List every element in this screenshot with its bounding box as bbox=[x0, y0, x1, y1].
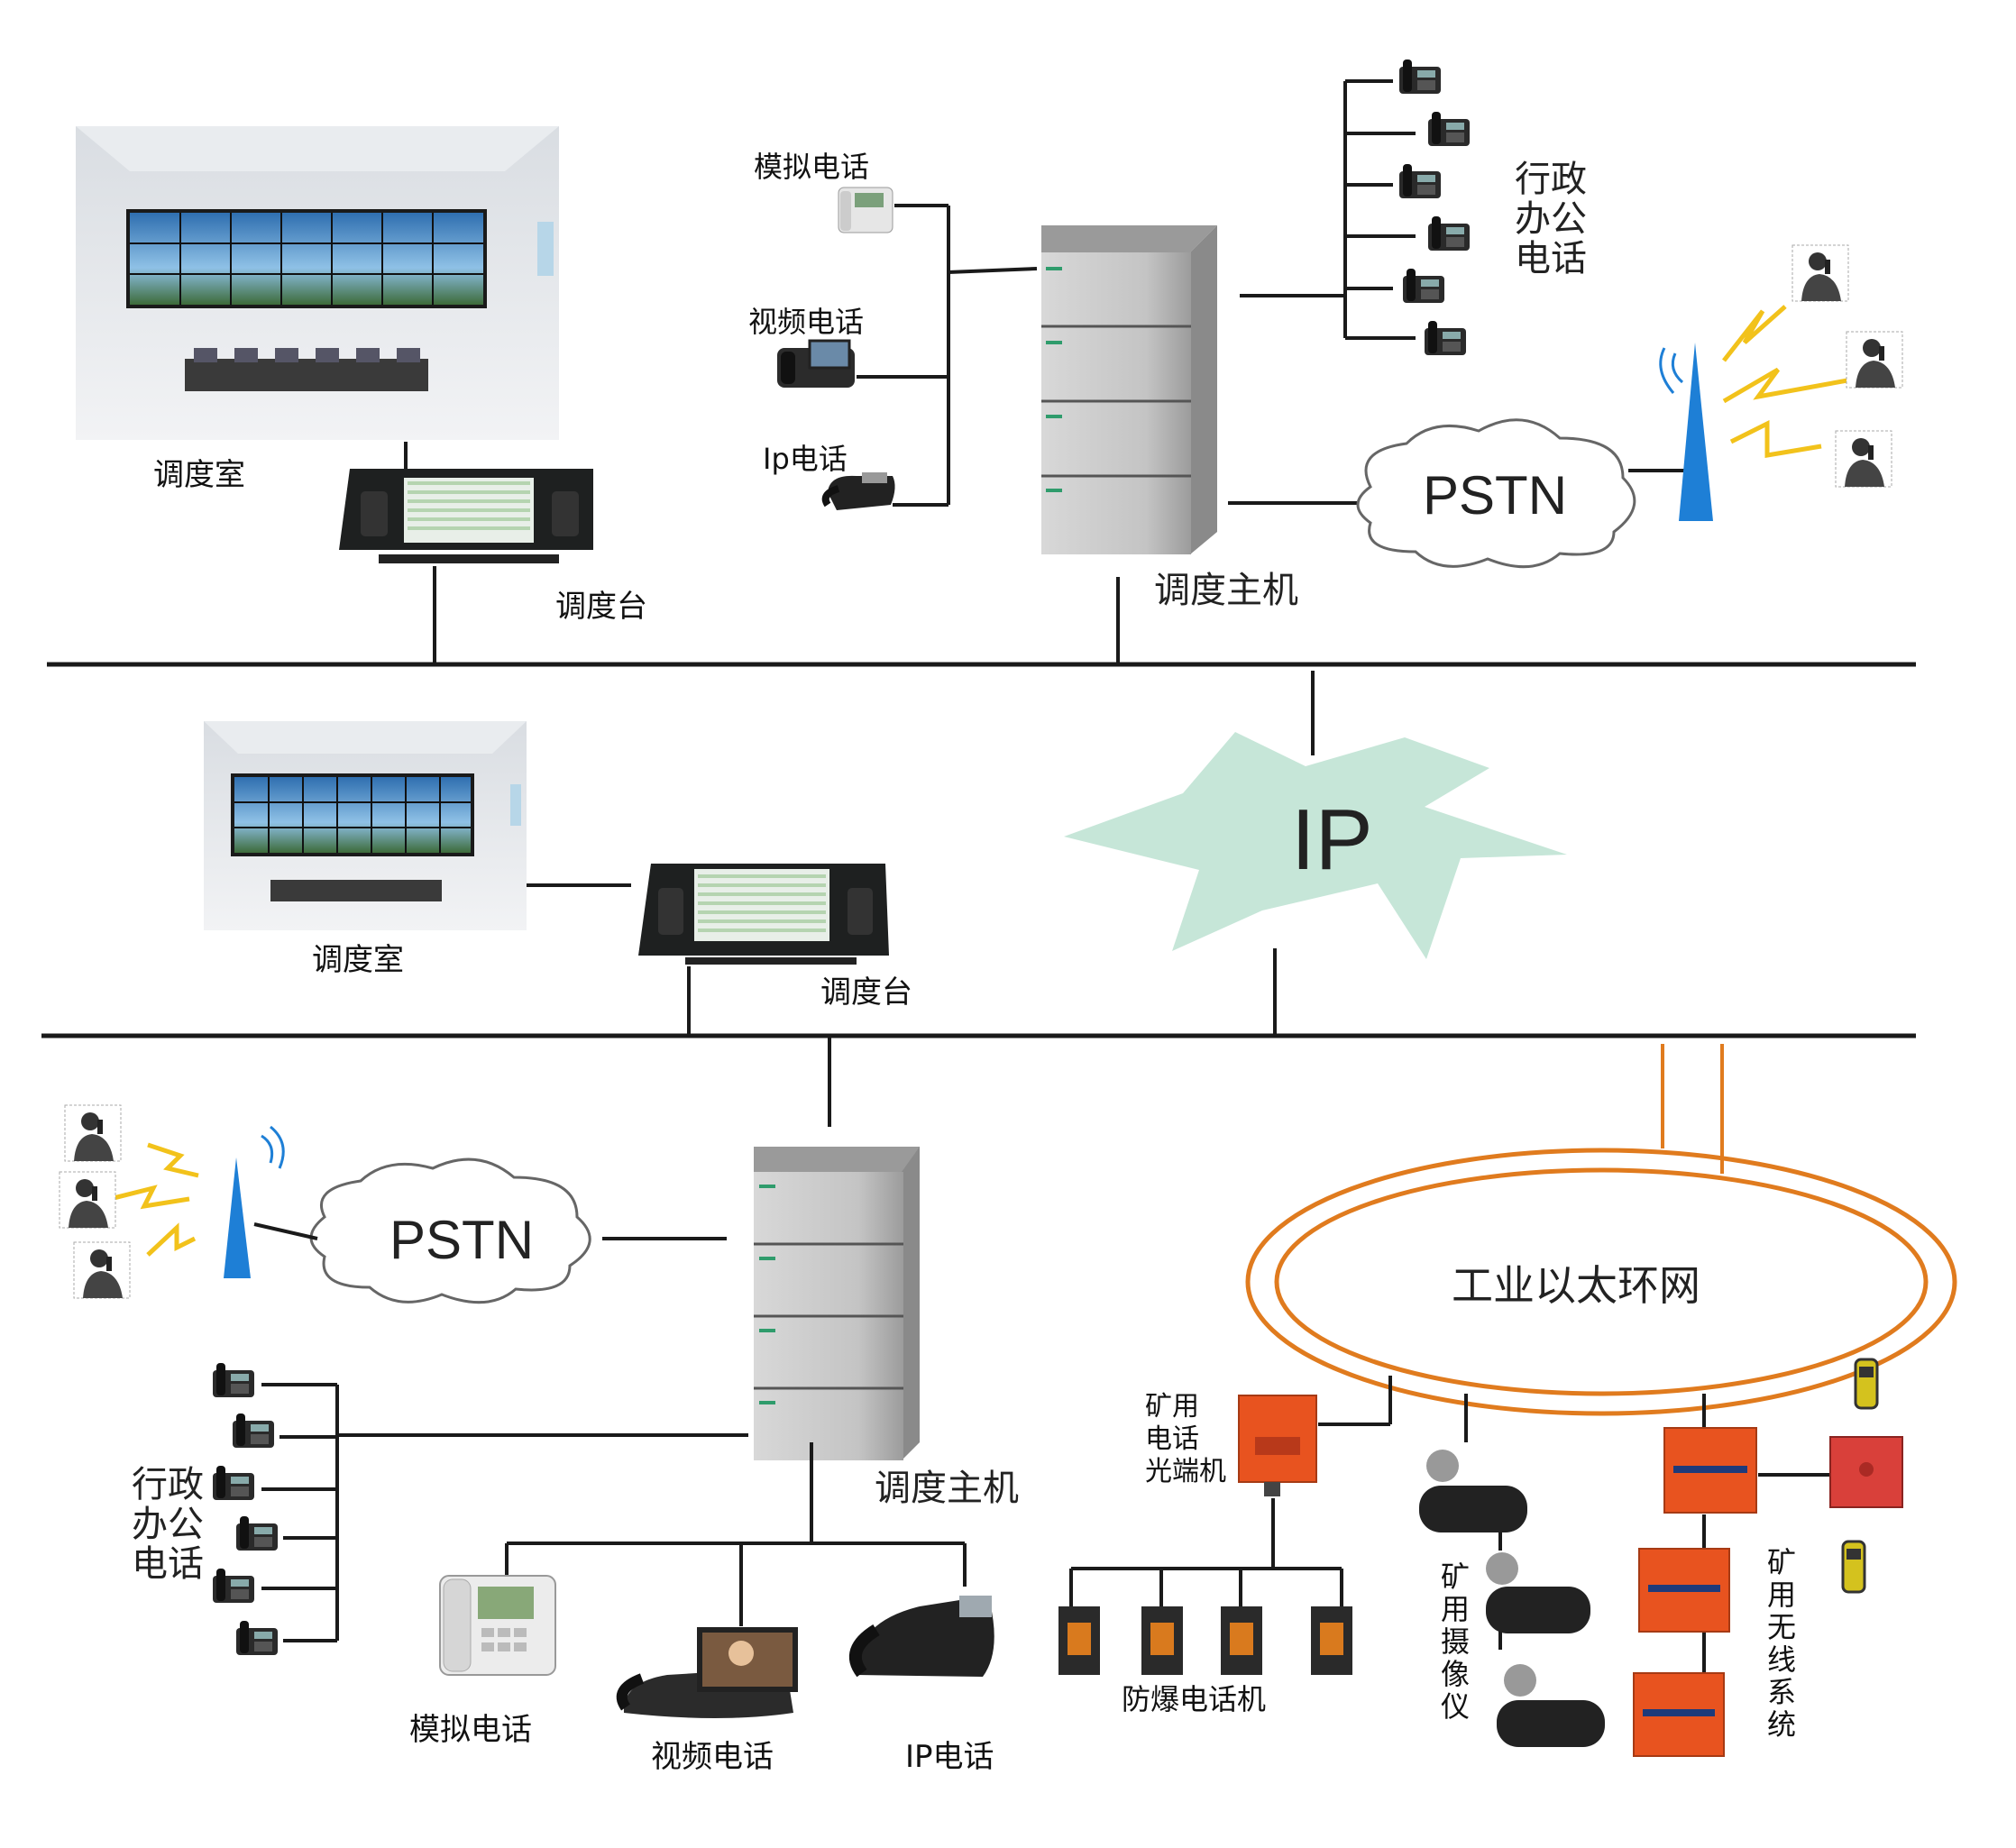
wireless-label-2: 用 bbox=[1767, 1578, 1796, 1612]
video-phone-top bbox=[777, 339, 855, 388]
dispatch-console-top bbox=[339, 469, 593, 563]
analog-phone-bottom bbox=[439, 1575, 556, 1676]
console-label-mid: 调度台 bbox=[820, 974, 912, 1011]
explosion-proof-phone-label: 防爆电话机 bbox=[1122, 1682, 1266, 1716]
pstn-cloud-top bbox=[1356, 418, 1636, 569]
optical-label-2: 电话 bbox=[1145, 1423, 1199, 1455]
explosion-proof-phones bbox=[1058, 1606, 1352, 1675]
admin-phones-bottom-links bbox=[261, 1383, 748, 1642]
link-pstn-tower-bottom bbox=[253, 1222, 318, 1240]
optical-to-phones-links bbox=[1069, 1498, 1343, 1608]
handheld-radios bbox=[1841, 1358, 1879, 1594]
camera-label-4: 像 bbox=[1441, 1657, 1470, 1691]
host-to-phones-bottom-links bbox=[505, 1442, 967, 1626]
admin-phone-label-bottom-1: 行政 bbox=[132, 1464, 204, 1505]
wireless-label-5: 系 bbox=[1767, 1675, 1796, 1709]
wireless-label-6: 统 bbox=[1767, 1707, 1796, 1742]
dispatch-console-mid bbox=[638, 864, 889, 965]
mine-wireless-stations bbox=[1633, 1427, 1903, 1757]
phones-to-host-top-links bbox=[857, 204, 1038, 507]
wireless-label-1: 矿 bbox=[1767, 1545, 1796, 1579]
wireless-label-4: 线 bbox=[1767, 1642, 1796, 1677]
ip-cloud-label: IP bbox=[1291, 791, 1373, 888]
admin-phone-label-bottom-3: 电话 bbox=[132, 1543, 204, 1585]
dispatch-host-bottom bbox=[754, 1147, 920, 1460]
dispatch-room-image-mid bbox=[204, 721, 527, 930]
dispatch-room-label-top: 调度室 bbox=[153, 457, 245, 493]
optical-label-1: 矿用 bbox=[1145, 1391, 1199, 1423]
industrial-ethernet-ring bbox=[1245, 1148, 1957, 1416]
analog-phone-top bbox=[838, 187, 893, 233]
admin-phone-icons-top bbox=[1399, 59, 1470, 355]
admin-phone-label-top-2: 办公 bbox=[1515, 198, 1587, 240]
ip-phone-label-top: Ip电话 bbox=[763, 442, 848, 476]
ip-phone-label-bottom: IP电话 bbox=[905, 1739, 994, 1775]
analog-phone-label-bottom: 模拟电话 bbox=[409, 1712, 532, 1748]
ip-phone-top bbox=[821, 472, 895, 510]
pstn-cloud-bottom bbox=[309, 1157, 591, 1304]
camera-label-5: 仪 bbox=[1441, 1689, 1470, 1724]
dispatch-host-top bbox=[1041, 225, 1217, 554]
ip-cloud bbox=[1064, 732, 1567, 959]
pstn-label-top: PSTN bbox=[1423, 465, 1567, 526]
admin-phone-label-bottom-2: 办公 bbox=[132, 1504, 204, 1545]
host-label-top: 调度主机 bbox=[1154, 570, 1298, 611]
ring-uplinks bbox=[1661, 1044, 1724, 1174]
mine-phone-optical-transceiver bbox=[1238, 1395, 1317, 1496]
admin-phone-icons-bottom bbox=[213, 1363, 278, 1655]
console-label-top: 调度台 bbox=[555, 589, 647, 625]
wireless-label-3: 无 bbox=[1767, 1610, 1796, 1644]
ethernet-ring-label: 工业以太环网 bbox=[1452, 1261, 1700, 1310]
signal-bolts-bottom bbox=[109, 1142, 199, 1257]
camera-label-3: 摄 bbox=[1441, 1624, 1470, 1659]
video-phone-bottom bbox=[616, 1627, 798, 1718]
admin-phone-label-top-3: 电话 bbox=[1515, 238, 1587, 279]
dispatch-room-image-top bbox=[76, 126, 559, 440]
radio-tower-top bbox=[1659, 343, 1713, 521]
ring-to-devices-links bbox=[1318, 1376, 1830, 1675]
video-phone-label-bottom: 视频电话 bbox=[651, 1739, 774, 1775]
mine-cameras bbox=[1419, 1450, 1605, 1747]
pstn-label-bottom: PSTN bbox=[389, 1210, 534, 1270]
host-label-bottom: 调度主机 bbox=[875, 1468, 1019, 1509]
admin-phone-label-top-1: 行政 bbox=[1515, 159, 1587, 200]
optical-label-3: 光端机 bbox=[1145, 1456, 1226, 1487]
admin-phones-top-links bbox=[1240, 79, 1416, 340]
ip-phone-bottom bbox=[848, 1596, 994, 1678]
persons-bottom bbox=[59, 1104, 131, 1299]
radio-tower-bottom bbox=[224, 1125, 285, 1278]
analog-phone-label-top: 模拟电话 bbox=[754, 150, 869, 184]
dispatch-room-label-mid: 调度室 bbox=[312, 942, 404, 978]
video-phone-label-top: 视频电话 bbox=[748, 305, 864, 339]
signal-bolts-top bbox=[1722, 305, 1858, 458]
camera-label-1: 矿 bbox=[1441, 1560, 1470, 1594]
camera-label-2: 用 bbox=[1441, 1592, 1470, 1626]
